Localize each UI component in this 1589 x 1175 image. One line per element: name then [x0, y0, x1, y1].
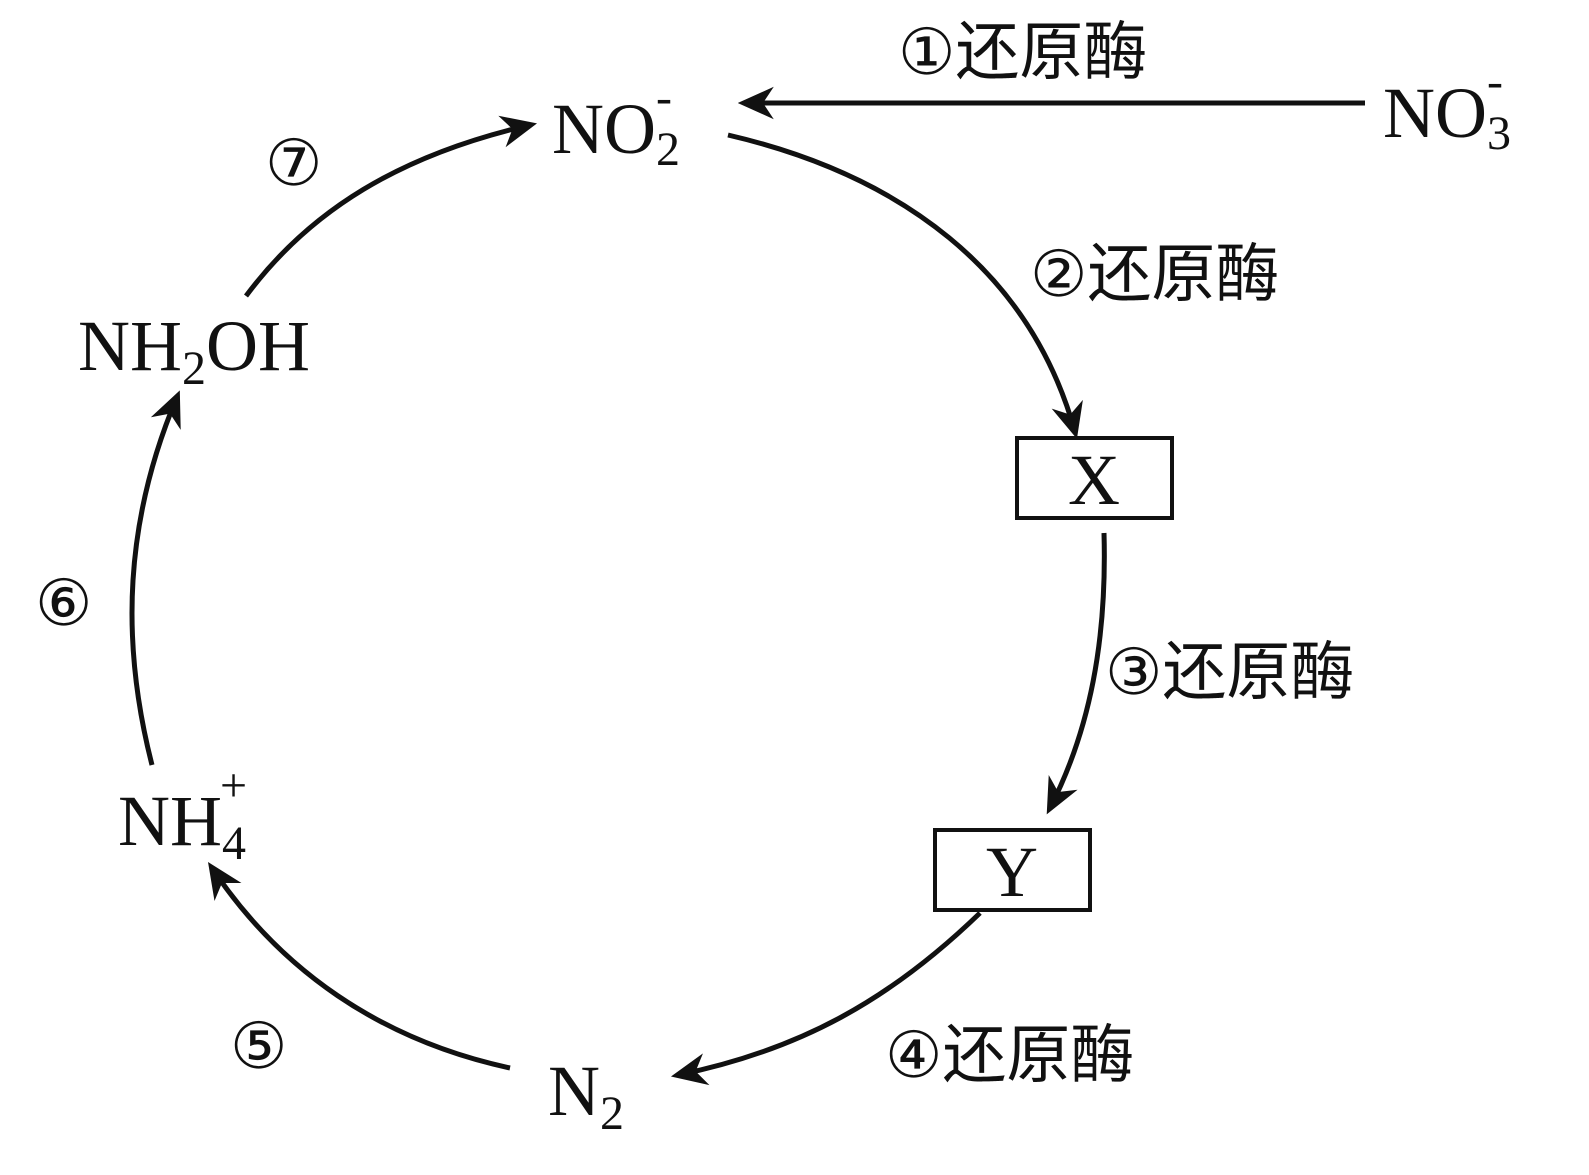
arrow-step-7: [243, 115, 538, 298]
box-x: [1015, 436, 1174, 520]
hydroxylamine-label: NH2OH: [78, 306, 310, 395]
box-y-label: Y: [986, 832, 1038, 912]
step-4-label: ④还原酶: [885, 1019, 1134, 1093]
arrow-step-5: [208, 862, 511, 1071]
nitrate-label: NO3-: [1383, 55, 1511, 160]
nitrite-label: NO2-: [552, 71, 680, 176]
arrow-step-4: [670, 911, 982, 1086]
arrow-step-3: [1046, 532, 1107, 815]
step-3-label: ③还原酶: [1105, 636, 1354, 710]
step-5-label: ⑤: [230, 1010, 287, 1084]
step-6-label: ⑥: [35, 567, 92, 641]
arrow-step-6: [129, 390, 181, 766]
box-y: [933, 828, 1092, 912]
step-2-label: ②还原酶: [1030, 238, 1279, 312]
ammonium-label: NH4+: [118, 759, 247, 870]
box-x-label: X: [1068, 440, 1120, 520]
step-7-label: ⑦: [265, 127, 322, 201]
step-1-label: ①还原酶: [898, 16, 1147, 90]
nitrogen-label: N2: [548, 1051, 624, 1140]
arrow-step-2: [727, 132, 1083, 439]
